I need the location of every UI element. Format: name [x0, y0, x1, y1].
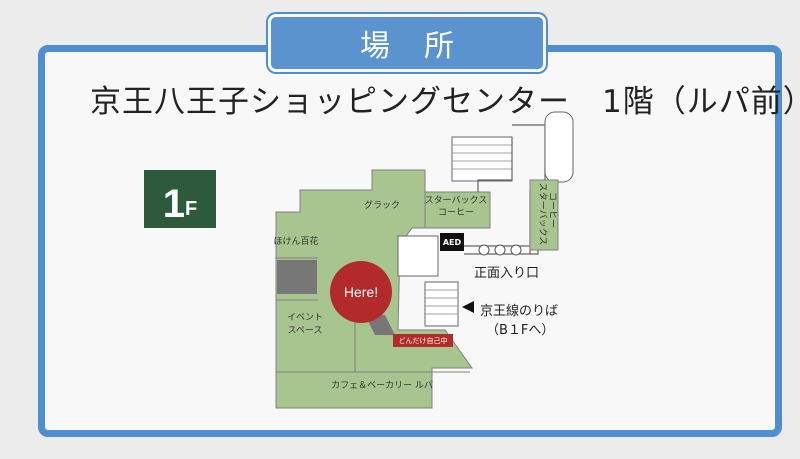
door-icon: [494, 244, 506, 256]
store-label-event-sub: スペース: [288, 326, 323, 336]
store-label-cafe: カフェ＆ベーカリー ルパ: [331, 380, 433, 391]
corridor-right: [477, 137, 513, 192]
stairs-lower: [424, 281, 459, 327]
store-label-starbucks-vertical: スターバックス: [537, 183, 548, 246]
stairs-upper: [451, 136, 513, 182]
here-marker: Here!: [330, 261, 392, 323]
store-label-event: イベント: [287, 313, 323, 323]
store-label-glak: グラック: [364, 199, 400, 211]
aed-badge: AED: [440, 233, 464, 251]
store-label-starbucks-sub: コーヒー: [438, 207, 474, 218]
stairs-mid: [397, 235, 439, 277]
keio-line-label: 京王線のりば: [480, 304, 559, 319]
floor-number: 1: [162, 182, 186, 226]
keio-line-sub-label: （B１Fへ）: [486, 323, 555, 338]
door-icon: [478, 244, 490, 256]
door-icon: [510, 244, 522, 256]
page-title: 京王八王子ショッピングセンター 1階（ルパ前）: [90, 84, 800, 120]
map-area-gray: [277, 260, 317, 294]
map-area-starbucks-strip: [529, 179, 559, 251]
entrance-label: 正面入り口: [474, 266, 540, 281]
store-label-starbucks: スターバックス: [425, 195, 488, 206]
current-store-label: どんだけ自己中: [393, 334, 453, 347]
arrow-left-icon: [462, 301, 474, 313]
store-label-hoken: ほけん百花: [273, 235, 318, 247]
elevator-icon: [544, 111, 574, 183]
store-label-starbucks-vertical-sub: コーヒー: [547, 192, 558, 228]
floor-badge: 1 F: [144, 170, 216, 228]
floor-suffix: F: [185, 198, 198, 220]
location-header-tab: 場所: [268, 14, 546, 72]
